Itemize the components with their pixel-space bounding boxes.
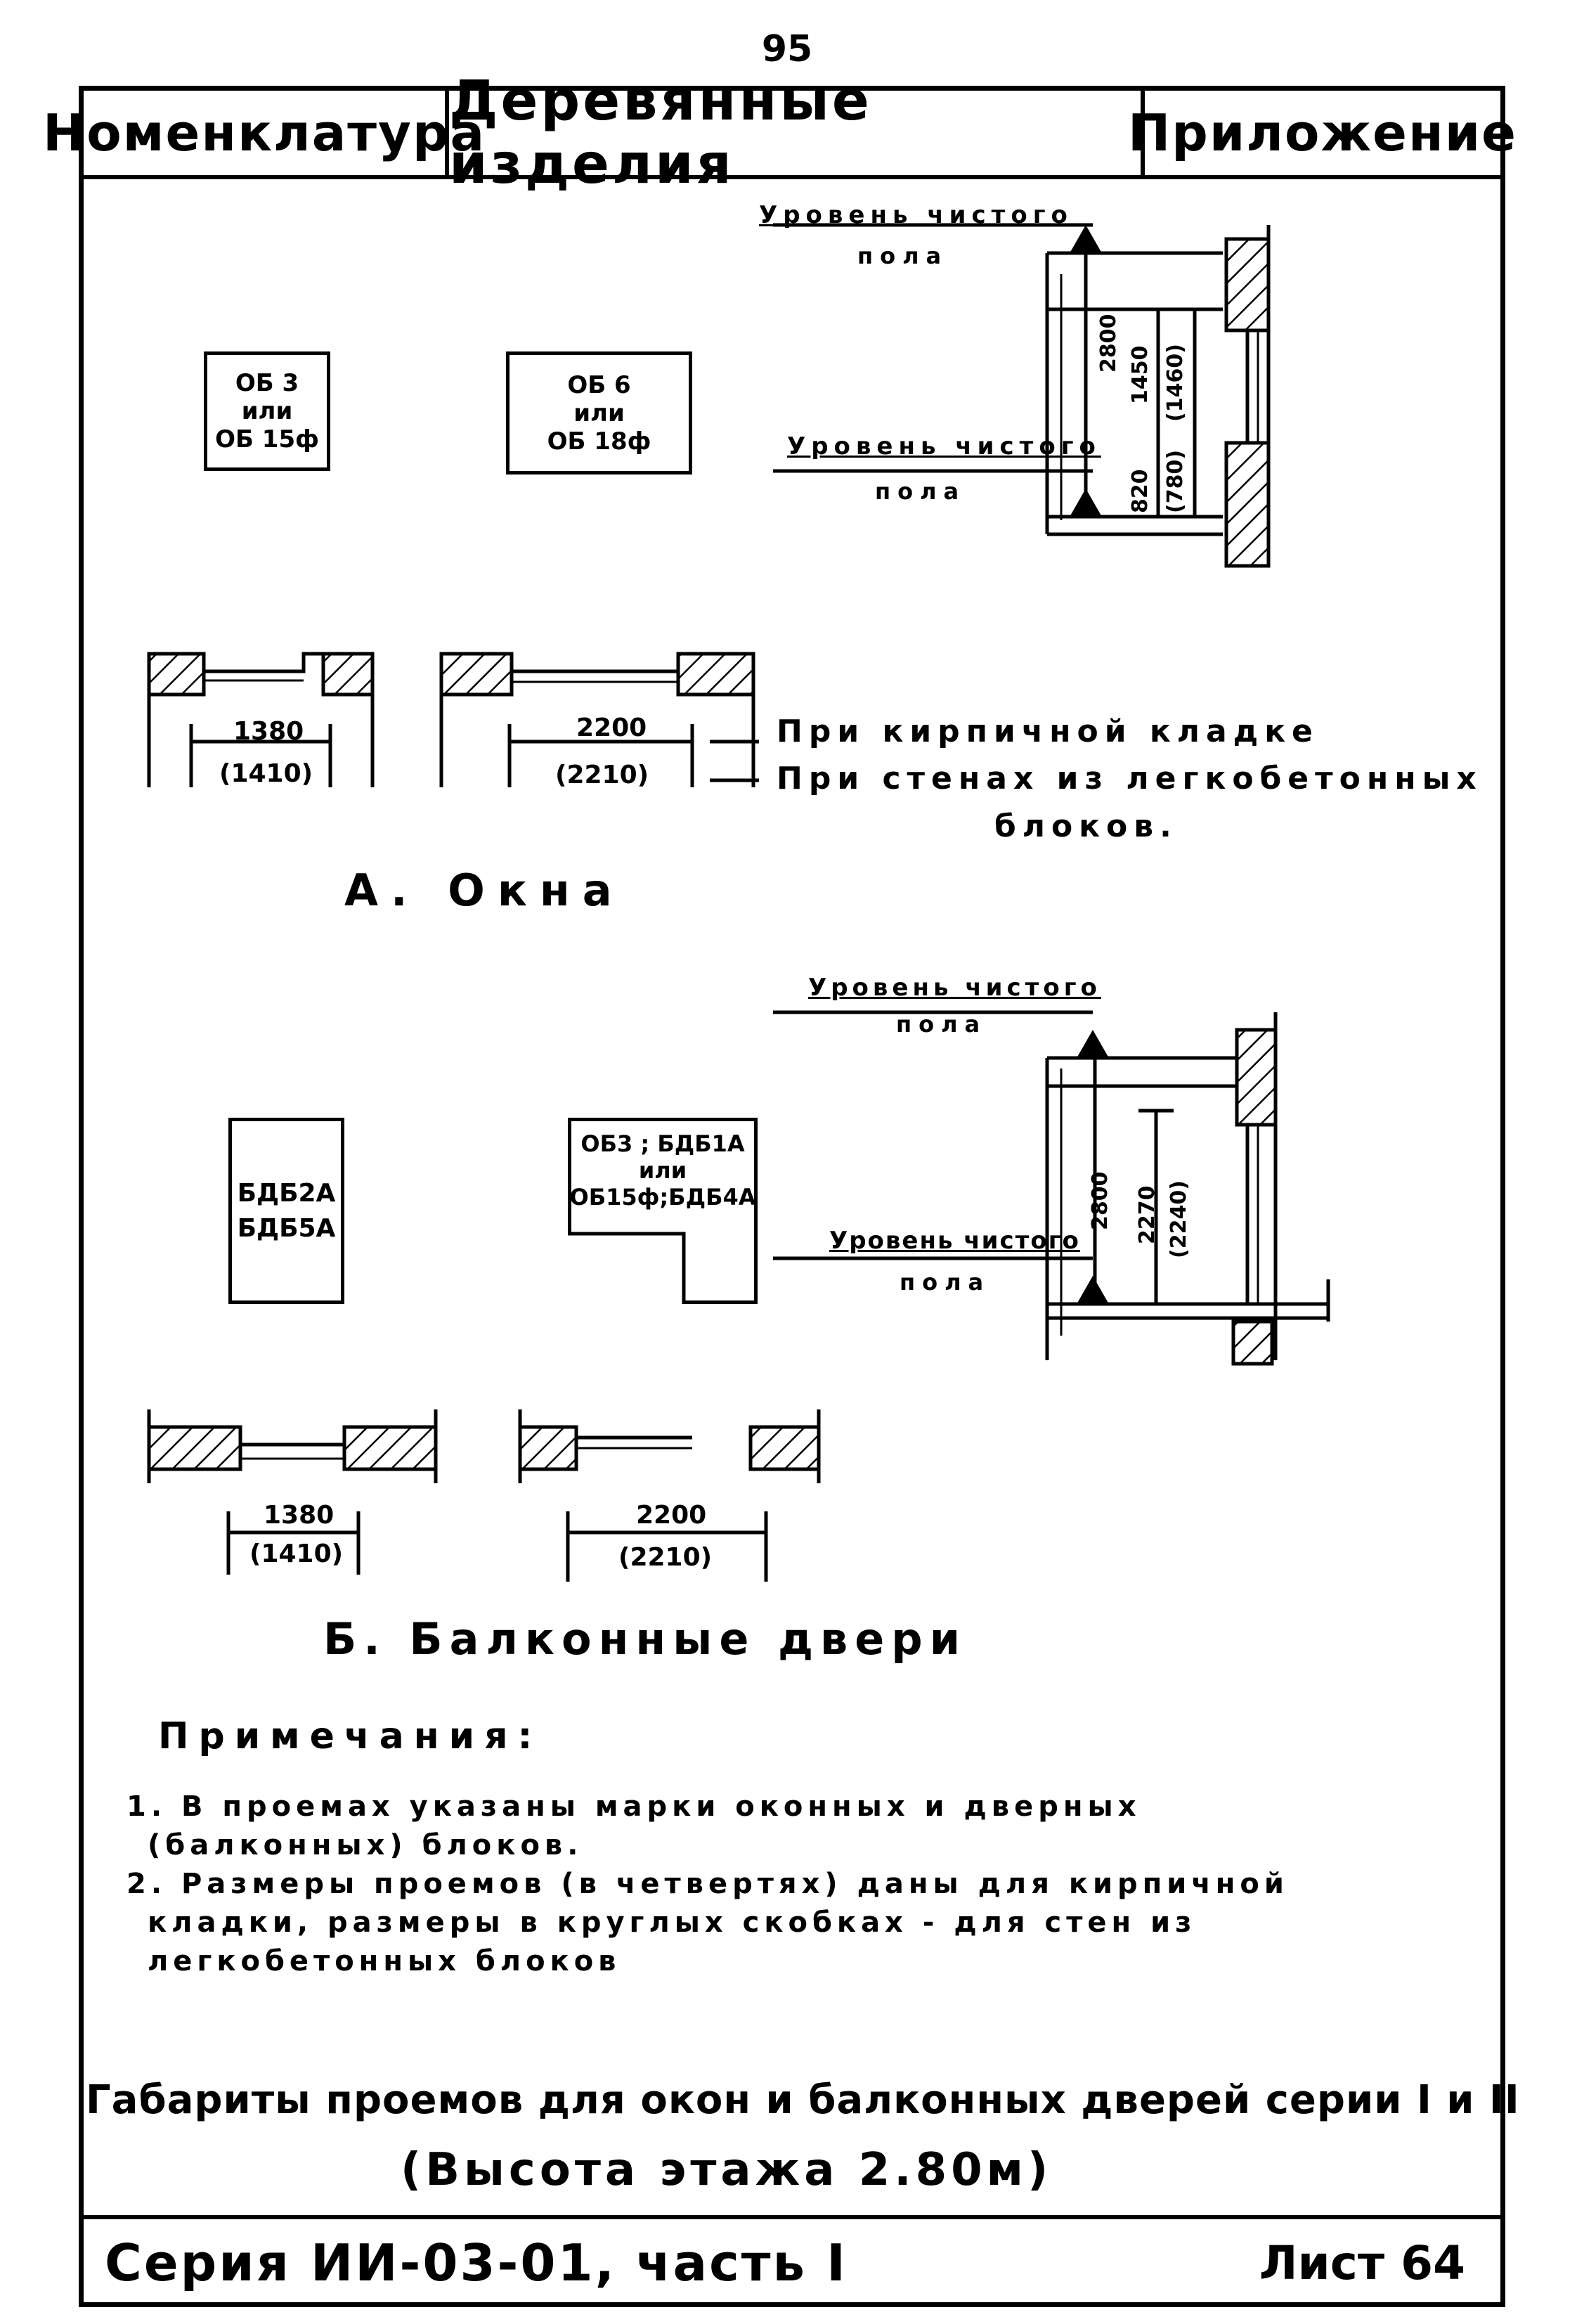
mark-box-a-large: ОБ 6 или ОБ 18ф	[506, 351, 692, 475]
notes-heading: Примечания:	[158, 1715, 543, 1757]
window-wall-section	[773, 223, 1271, 568]
level-label-a-top-1: Уровень чистого	[759, 201, 1073, 229]
l-shape-outline	[568, 1118, 758, 1304]
door-plan-large	[518, 1409, 821, 1582]
mark-box-b-small: БДБ2А БДБ5А	[228, 1118, 344, 1304]
note-2-line-1: 2. Размеры проемов (в четвертях) даны дл…	[126, 1868, 1289, 1900]
mark-text: ОБ15ф;БДБ4А	[569, 1184, 756, 1211]
footer-sheet: Лист 64	[1259, 2235, 1465, 2290]
mark-text: ОБ 18ф	[547, 427, 651, 456]
legend-brick: При кирпичной кладке	[777, 714, 1319, 749]
mark-text: ОБ 15ф	[215, 425, 319, 453]
footer-divider	[84, 2215, 1500, 2219]
note-2-line-2: кладки, размеры в круглых скобках - для …	[148, 1906, 1197, 1939]
mark-text: ОБ 6	[567, 370, 631, 399]
height-a-total: 2800	[1096, 314, 1121, 373]
footer-series: Серия ИИ-03-01, часть I	[105, 2233, 848, 2292]
mark-box-a-small: ОБ 3 или ОБ 15ф	[204, 351, 330, 471]
page-number: 95	[761, 28, 813, 70]
legend-block-2: блоков.	[994, 808, 1178, 844]
mark-lines: ОБ3 ; БДБ1А или ОБ15ф;БДБ4А	[568, 1130, 758, 1211]
window-plan-small	[147, 652, 375, 787]
legend-block-1: При стенах из легкобетонных	[777, 761, 1483, 796]
level-label-b-top-2: пола	[896, 1011, 987, 1038]
height-a-sill-alt: (780)	[1163, 449, 1188, 513]
dim-b-small-alt: (1410)	[249, 1539, 344, 1568]
drawing-title-line-2: (Высота этажа 2.80м)	[401, 2144, 1053, 2196]
level-label-b-bot-1: Уровень чистого	[829, 1227, 1080, 1255]
note-1-line-1: 1. В проемах указаны марки оконных и две…	[126, 1790, 1141, 1823]
note-1-line-2: (балконных) блоков.	[148, 1829, 583, 1861]
mark-text: ОБ3 ; БДБ1А	[580, 1130, 745, 1157]
height-a-sill: 820	[1128, 469, 1153, 513]
header-nomenclature: Номенклатура	[43, 91, 484, 175]
mark-text: БДБ5А	[237, 1213, 336, 1243]
height-a-window-alt: (1460)	[1163, 344, 1188, 422]
level-label-b-bot-2: пола	[900, 1269, 991, 1296]
level-label-a-top-2: пола	[857, 243, 949, 269]
mark-text: БДБ2А	[237, 1178, 336, 1208]
height-a-window: 1450	[1128, 345, 1153, 405]
section-a-title: А. Окна	[344, 865, 625, 916]
door-wall-section	[773, 1010, 1330, 1366]
section-b-title: Б. Балконные двери	[323, 1613, 968, 1665]
header-appendix: Приложение	[1128, 103, 1517, 162]
note-2-line-3: легкобетонных блоков	[148, 1945, 621, 1977]
height-b-total: 2800	[1088, 1171, 1112, 1231]
dim-b-large-alt: (2210)	[618, 1543, 713, 1572]
dim-a-large: 2200	[576, 714, 647, 742]
level-label-b-top-1: Уровень чистого	[808, 974, 1101, 1002]
header-divider	[84, 175, 1500, 179]
mark-box-b-large: ОБ3 ; БДБ1А или ОБ15ф;БДБ4А	[568, 1118, 758, 1304]
mark-text: или	[638, 1157, 687, 1184]
door-plan-small	[147, 1409, 438, 1575]
dim-a-small: 1380	[233, 717, 304, 746]
height-b-door: 2270	[1135, 1185, 1160, 1245]
level-label-a-bot-1: Уровень чистого	[787, 432, 1101, 460]
mark-text: или	[573, 399, 625, 427]
dim-a-small-alt: (1410)	[219, 759, 313, 788]
level-label-a-bot-2: пола	[875, 478, 966, 505]
dim-b-small: 1380	[264, 1501, 335, 1530]
mark-text: или	[241, 397, 293, 425]
dim-a-large-alt: (2210)	[555, 761, 649, 789]
window-plan-large	[439, 652, 759, 787]
dim-b-large: 2200	[636, 1501, 707, 1530]
mark-text: ОБ 3	[235, 369, 299, 397]
drawing-title-line-1: Габариты проемов для окон и балконных дв…	[86, 2077, 1520, 2123]
height-b-door-alt: (2240)	[1167, 1180, 1191, 1258]
